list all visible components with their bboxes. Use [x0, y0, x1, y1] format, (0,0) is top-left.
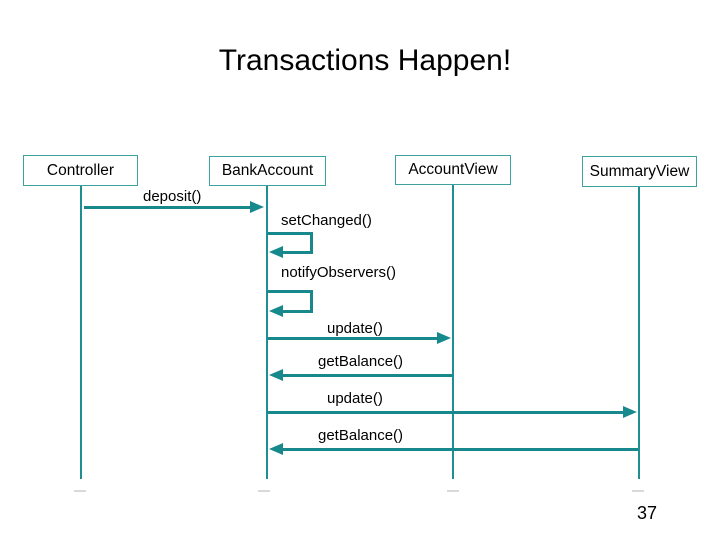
- lifeline-end-mark: [447, 490, 459, 492]
- selfcall-setchanged-top: [268, 232, 313, 235]
- selfcall-notifyobservers-right: [310, 290, 313, 312]
- message-line-update-1: [268, 332, 451, 344]
- arrowhead-right-icon: [437, 332, 451, 344]
- message-label-deposit: deposit(): [143, 188, 202, 205]
- arrowhead-right-icon: [250, 201, 264, 213]
- arrowhead-left-icon: [269, 443, 283, 455]
- arrowhead-left-icon: [269, 246, 283, 258]
- participant-box-bankaccount: BankAccount: [209, 156, 326, 186]
- message-label-getbalance-1: getBalance(): [318, 353, 404, 370]
- message-label-update-2: update(): [327, 390, 383, 407]
- slide-title: Transactions Happen!: [218, 44, 512, 77]
- message-label-update-1: update(): [327, 320, 383, 337]
- participant-box-accountview: AccountView: [395, 155, 511, 185]
- lifeline-summaryview: [638, 187, 640, 479]
- participant-label-controller: Controller: [46, 161, 115, 179]
- message-label-notifyobservers: notifyObservers(): [281, 264, 397, 281]
- arrowhead-left-icon: [269, 305, 283, 317]
- participant-box-summaryview: SummaryView: [582, 156, 697, 187]
- message-label-setchanged: setChanged(): [281, 212, 372, 229]
- message-line-getbalance-2: [269, 443, 638, 455]
- participant-label-accountview: AccountView: [408, 161, 498, 178]
- message-label-getbalance-2: getBalance(): [318, 427, 404, 444]
- participant-label-bankaccount: BankAccount: [221, 162, 314, 179]
- lifeline-end-mark: [74, 490, 86, 492]
- selfcall-setchanged-return: [269, 246, 313, 258]
- page-number: 37: [637, 503, 658, 523]
- message-line-getbalance-1: [269, 369, 452, 381]
- lifeline-end-mark: [258, 490, 270, 492]
- selfcall-notifyobservers-return: [269, 305, 313, 317]
- lifeline-controller: [80, 186, 82, 479]
- selfcall-notifyobservers-top: [268, 290, 313, 293]
- arrowhead-left-icon: [269, 369, 283, 381]
- lifeline-accountview: [452, 185, 454, 479]
- message-line-deposit: [84, 201, 264, 213]
- lifeline-bankaccount: [266, 186, 268, 479]
- selfcall-setchanged-right: [310, 232, 313, 253]
- participant-box-controller: Controller: [23, 155, 138, 186]
- message-line-update-2: [268, 406, 637, 418]
- participant-label-summaryview: SummaryView: [589, 162, 690, 180]
- arrowhead-right-icon: [623, 406, 637, 418]
- lifeline-end-mark: [632, 490, 644, 492]
